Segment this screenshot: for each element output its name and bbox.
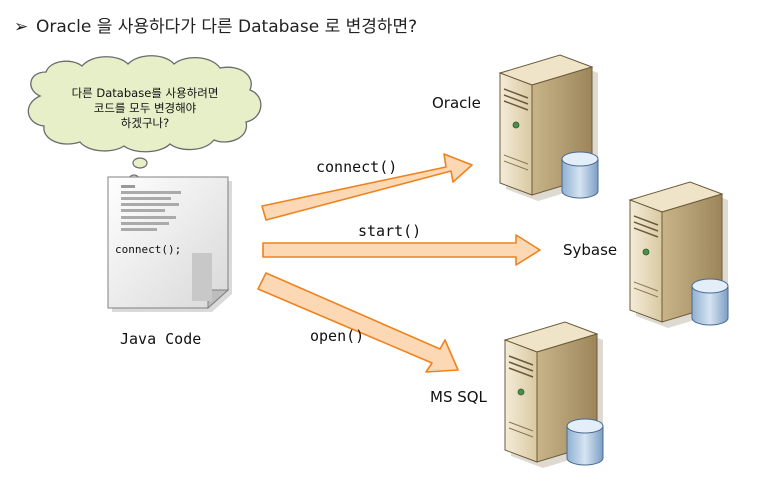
thought-line: 코드를 모두 변경해야	[93, 101, 197, 115]
slide-heading: ➢ Oracle 을 사용하다가 다른 Database 로 변경하면?	[14, 12, 417, 37]
bullet-arrow-icon: ➢	[14, 17, 29, 37]
thought-line: 다른 Database를 사용하려면	[71, 86, 219, 100]
arrow-start	[262, 234, 541, 266]
document-code-line: connect();	[115, 243, 182, 256]
document-label: Java Code	[120, 330, 202, 348]
server-label-sybase: Sybase	[563, 241, 618, 259]
method-label-connect: connect()	[316, 158, 398, 176]
method-label-start: start()	[358, 222, 422, 240]
server-label-mssql: MS SQL	[430, 388, 487, 406]
method-label-open: open()	[310, 327, 365, 345]
thought-line: 하겠구나?	[120, 116, 170, 130]
thought-text: 다른 Database를 사용하려면 코드를 모두 변경해야 하겠구나?	[40, 86, 250, 131]
server-icon-sybase	[629, 181, 729, 329]
server-icon-oracle	[499, 54, 599, 202]
document-icon	[107, 176, 232, 312]
heading-text: Oracle 을 사용하다가 다른 Database 로 변경하면?	[36, 17, 418, 37]
server-label-oracle: Oracle	[432, 94, 481, 112]
arrow-connect	[261, 153, 473, 221]
server-icon-mssql	[504, 321, 604, 469]
arrow-open	[257, 272, 459, 373]
